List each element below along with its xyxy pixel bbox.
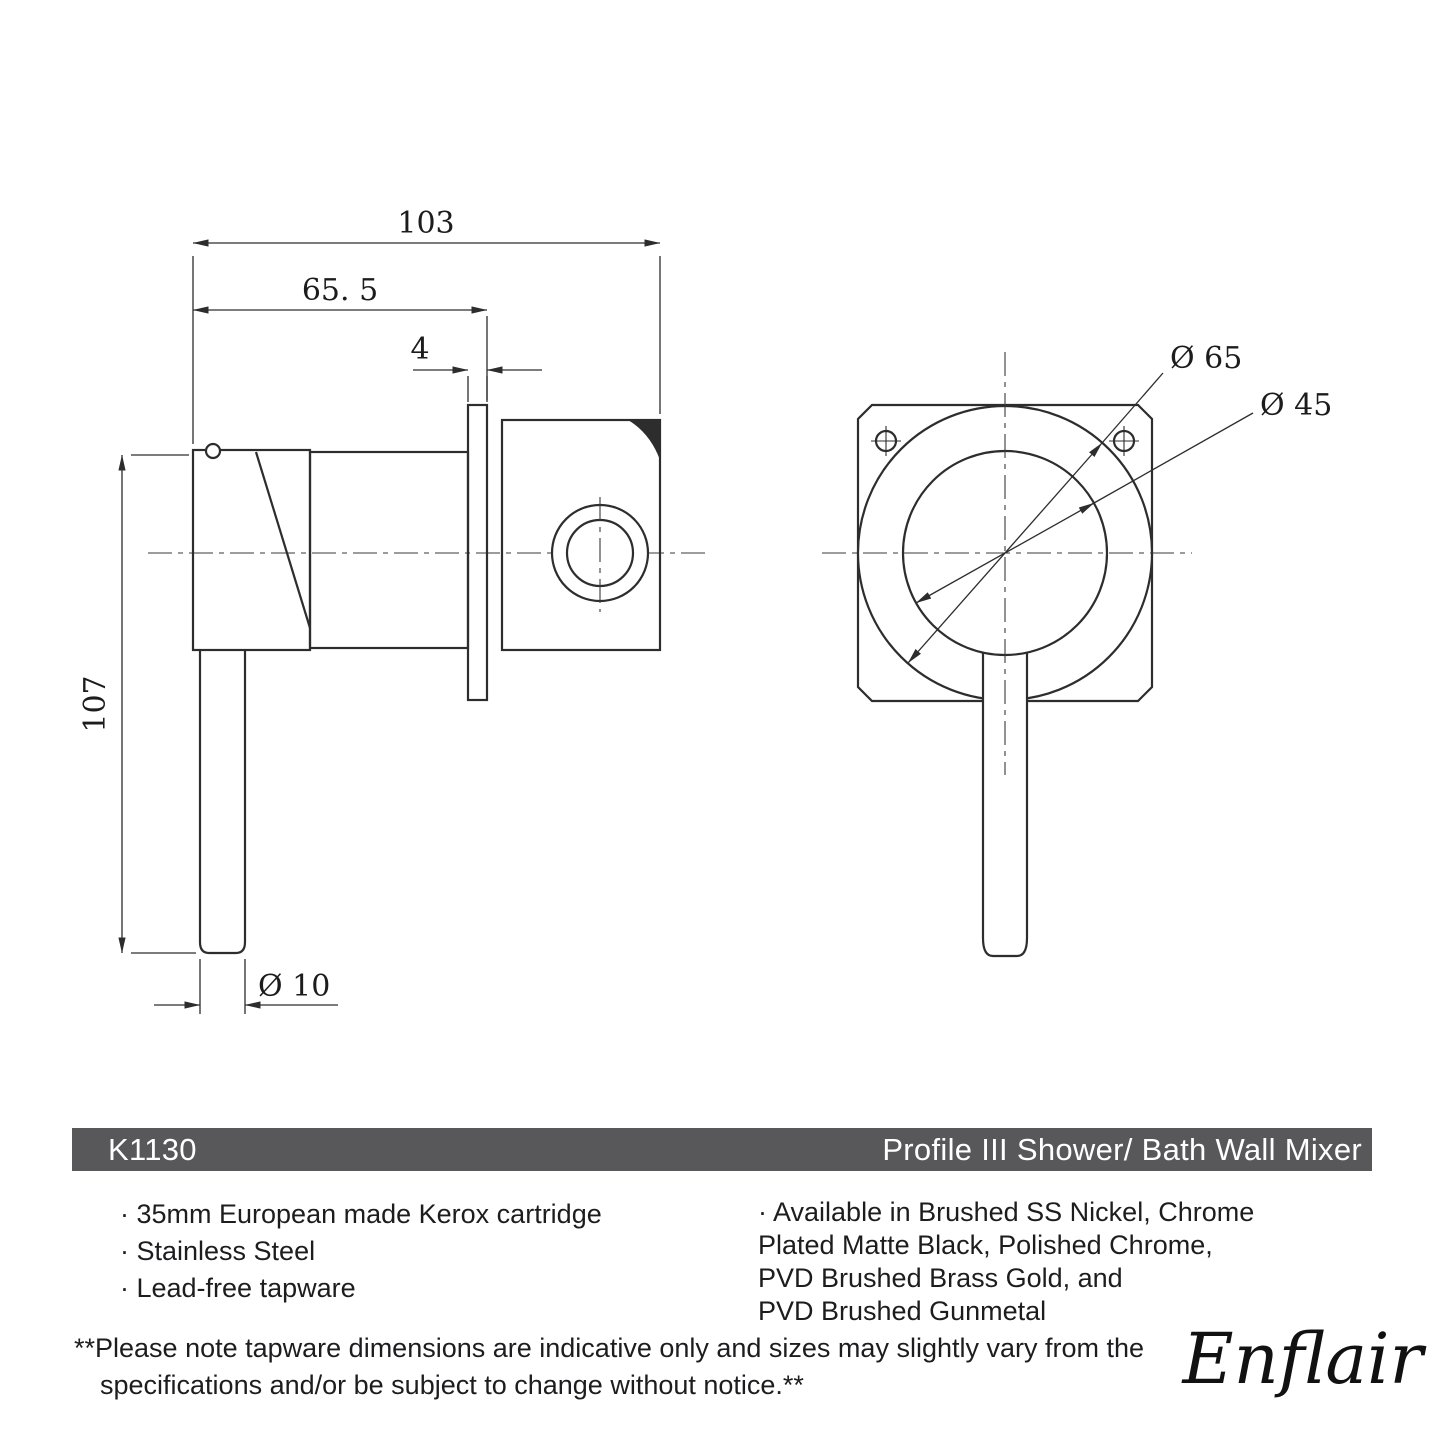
dim-label-4: 4	[410, 332, 429, 367]
side-view	[148, 403, 706, 955]
feature-item: PVD Brushed Brass Gold, and	[758, 1263, 1123, 1293]
disclaimer: **Please note tapware dimensions are ind…	[74, 1330, 1144, 1404]
side-retaining-clip	[628, 420, 660, 460]
feature-item: · Stainless Steel	[120, 1236, 316, 1266]
dim-label-107: 107	[78, 675, 113, 732]
features-list-left: · 35mm European made Kerox cartridge · S…	[120, 1196, 602, 1307]
front-view	[822, 352, 1192, 958]
side-body	[308, 450, 470, 650]
product-code: K1130	[108, 1131, 197, 1167]
dim-label-103: 103	[397, 206, 454, 241]
technical-drawing: 103 65. 5 4 107 Ø 10	[78, 206, 1332, 1014]
feature-item: · Available in Brushed SS Nickel, Chrome	[758, 1197, 1255, 1227]
dim-label-dia-45: Ø 45	[1260, 388, 1332, 423]
feature-item: PVD Brushed Gunmetal	[758, 1296, 1047, 1326]
dim-line-dia-45	[915, 502, 1095, 604]
dim-label-dia-10: Ø 10	[258, 969, 330, 1004]
front-view-dimensions: Ø 65 Ø 45	[907, 341, 1332, 664]
side-handle-base	[191, 448, 312, 652]
feature-item: Plated Matte Black, Polished Chrome,	[758, 1230, 1213, 1260]
screw-right-cross	[1109, 426, 1139, 456]
dim-label-65-5: 65. 5	[302, 273, 378, 308]
title-bar: K1130 Profile III Shower/ Bath Wall Mixe…	[72, 1128, 1372, 1171]
side-view-dimensions: 103 65. 5 4 107 Ø 10	[78, 206, 661, 1014]
feature-item: · 35mm European made Kerox cartridge	[120, 1199, 602, 1229]
disclaimer-line: **Please note tapware dimensions are ind…	[74, 1333, 1145, 1363]
leader-line	[1101, 372, 1164, 444]
feature-item: · Lead-free tapware	[120, 1273, 356, 1303]
brand-logo: Enflair	[1182, 1318, 1423, 1400]
front-lever-handle	[981, 640, 1029, 958]
dim-label-dia-65: Ø 65	[1170, 341, 1242, 376]
side-lever-handle	[198, 650, 247, 955]
side-lever-edge	[254, 451, 312, 629]
product-name: Profile III Shower/ Bath Wall Mixer	[882, 1131, 1362, 1167]
disclaimer-line: specifications and/or be subject to chan…	[100, 1370, 804, 1400]
screw-left-cross	[871, 426, 901, 456]
features-list-right: · Available in Brushed SS Nickel, Chrome…	[758, 1196, 1254, 1328]
side-inwall-housing	[500, 418, 662, 652]
side-pivot-pin	[204, 442, 222, 460]
side-wall-plate	[466, 403, 489, 702]
leader-line	[1093, 412, 1254, 504]
